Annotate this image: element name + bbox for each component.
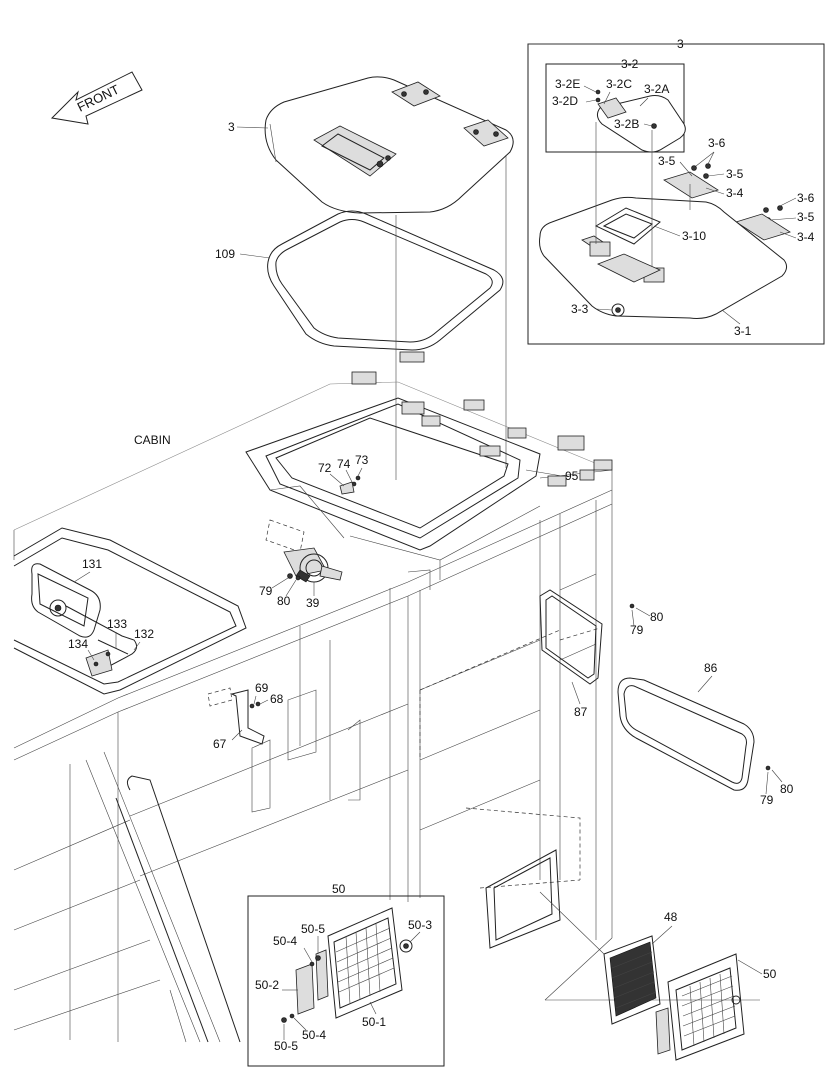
callout-3-4-a: 3-4 xyxy=(726,186,744,200)
callout-3-10: 3-10 xyxy=(682,229,706,243)
callout-3-6-b: 3-6 xyxy=(797,191,815,205)
callout-3-5-b: 3-5 xyxy=(726,167,744,181)
callout-3-3: 3-3 xyxy=(571,302,589,316)
callout-50-main: 50 xyxy=(763,967,777,981)
callout-69: 69 xyxy=(255,681,269,695)
window-87 xyxy=(539,589,635,685)
bracket-67 xyxy=(207,687,265,745)
callout-3-2A: 3-2A xyxy=(644,82,669,96)
callout-3-1: 3-1 xyxy=(734,324,752,338)
window-seal-86 xyxy=(617,677,771,791)
callout-80-lamp: 80 xyxy=(277,594,291,608)
detail-box-50 xyxy=(247,895,445,1067)
callout-50-box: 50 xyxy=(332,882,346,896)
front-arrow-icon: FRONT xyxy=(50,71,143,125)
mirror-assembly-131 xyxy=(31,563,138,677)
callout-86: 86 xyxy=(704,661,718,675)
cabin-body xyxy=(13,351,760,1043)
callout-132: 132 xyxy=(134,627,154,641)
callout-95: 95 xyxy=(565,469,579,483)
callout-50-3: 50-3 xyxy=(408,918,432,932)
callout-50-4-top: 50-4 xyxy=(273,934,297,948)
callout-131: 131 xyxy=(82,557,102,571)
callout-68: 68 xyxy=(270,692,284,706)
callout-79-seal: 79 xyxy=(760,793,774,807)
callout-87: 87 xyxy=(574,705,588,719)
callout-73: 73 xyxy=(355,453,369,467)
fastener-set-72-73-74 xyxy=(339,475,361,495)
vent-cover-50 xyxy=(655,953,745,1061)
callout-134: 134 xyxy=(68,637,88,651)
callout-79-lamp: 79 xyxy=(259,584,273,598)
callout-3-5-c: 3-5 xyxy=(797,210,815,224)
callout-50-5-bottom: 50-5 xyxy=(274,1039,298,1053)
callout-74: 74 xyxy=(337,457,351,471)
callout-50-2: 50-2 xyxy=(255,978,279,992)
cabin-label: CABIN xyxy=(134,433,171,447)
callout-72: 72 xyxy=(318,461,332,475)
callout-50-5-top: 50-5 xyxy=(301,922,325,936)
callout-3-2D: 3-2D xyxy=(552,94,578,108)
callout-80-window: 80 xyxy=(650,610,664,624)
kit-box-3 xyxy=(527,43,825,345)
callout-3-2: 3-2 xyxy=(621,57,639,71)
callout-3-2B: 3-2B xyxy=(614,117,639,131)
callout-80-seal: 80 xyxy=(780,782,794,796)
callout-3-top: 3 xyxy=(228,120,235,134)
callout-79-window: 79 xyxy=(630,623,644,637)
filter-48 xyxy=(603,935,661,1025)
callout-3-kit: 3 xyxy=(677,37,684,51)
seal-ring-109 xyxy=(267,210,504,351)
lamp-assembly-39 xyxy=(265,519,343,583)
callout-3-2C: 3-2C xyxy=(606,77,632,91)
callout-50-4-bottom: 50-4 xyxy=(302,1028,326,1042)
callout-109: 109 xyxy=(215,247,235,261)
front-label: FRONT xyxy=(75,82,122,115)
callout-67: 67 xyxy=(213,737,227,751)
callout-3-2E: 3-2E xyxy=(555,77,580,91)
callout-50-1: 50-1 xyxy=(362,1015,386,1029)
callout-3-4-b: 3-4 xyxy=(797,230,815,244)
callout-39: 39 xyxy=(306,596,320,610)
roof-hatch-panel xyxy=(264,76,514,214)
callout-133: 133 xyxy=(107,617,127,631)
callout-3-5-a: 3-5 xyxy=(658,154,676,168)
callout-48: 48 xyxy=(664,910,678,924)
callout-3-6-a: 3-6 xyxy=(708,136,726,150)
